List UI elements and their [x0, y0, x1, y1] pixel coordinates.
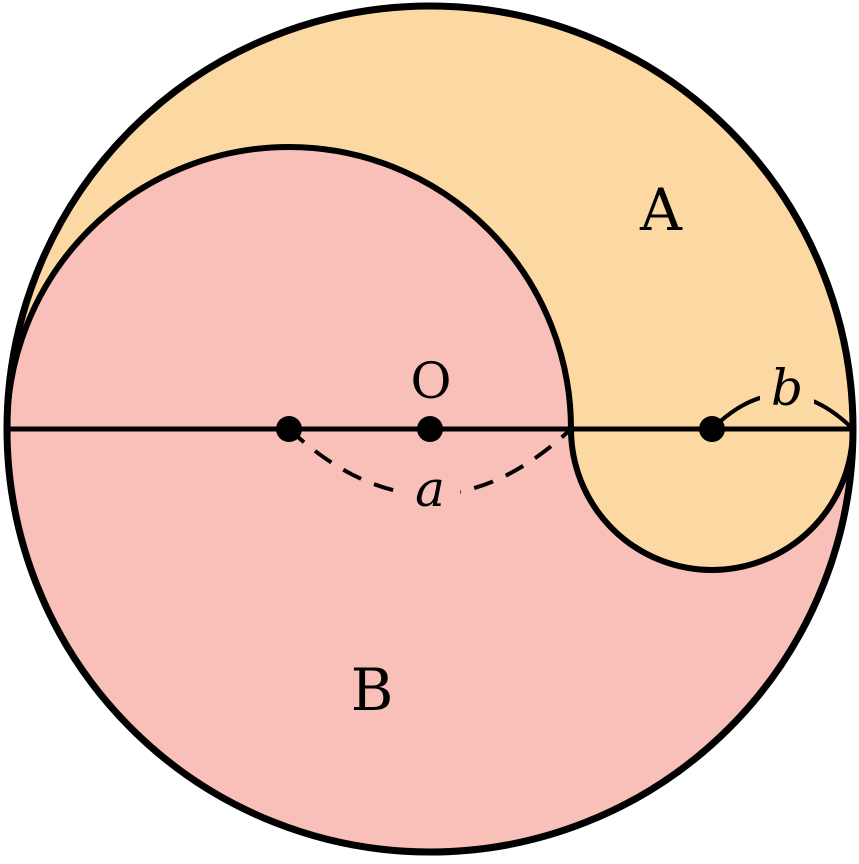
region-b-label: B	[351, 656, 394, 724]
small-semicircle-arc	[568, 428, 856, 573]
large-arc-center-point	[276, 416, 302, 442]
radius-a-label: a	[415, 460, 445, 518]
radius-a-label-backdrop	[400, 462, 460, 520]
center-o-label: O	[411, 352, 452, 410]
radius-b-label-backdrop	[760, 360, 814, 416]
large-semicircle-arc	[4, 144, 574, 430]
region-a-label: A	[639, 176, 683, 244]
radius-b-label: b	[771, 359, 803, 417]
radius-a-dashed-arc	[287, 427, 573, 497]
center-point-o	[417, 416, 443, 442]
small-arc-center-point	[699, 416, 725, 442]
